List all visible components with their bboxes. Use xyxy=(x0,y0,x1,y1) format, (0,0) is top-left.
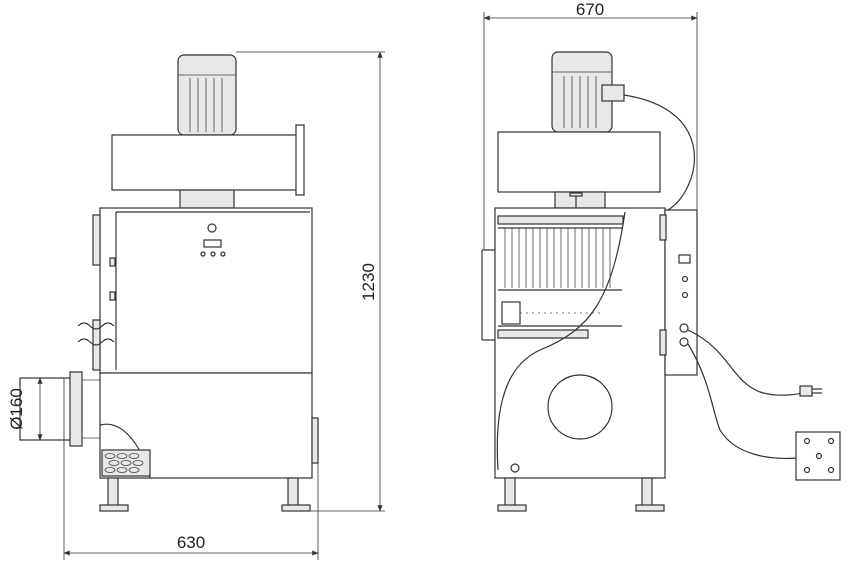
control-box-side xyxy=(659,209,698,376)
side-view xyxy=(481,51,841,512)
motor-side xyxy=(551,51,625,133)
display-window xyxy=(678,254,691,264)
main-cabinet-side xyxy=(481,207,666,479)
dimension-label-height: 1230 xyxy=(359,263,378,301)
control-cable xyxy=(687,343,797,459)
control-button xyxy=(200,251,206,257)
break-symbol xyxy=(77,322,115,330)
cable-gland xyxy=(679,323,689,333)
outlet-opening xyxy=(547,374,613,440)
dimension-label-width-front: 630 xyxy=(177,533,205,552)
feet-side xyxy=(497,477,665,512)
indicator-lamp xyxy=(681,291,689,299)
upper-cabinet-front xyxy=(77,207,313,374)
front-view xyxy=(19,54,319,512)
motor-cable xyxy=(623,94,695,211)
cable-gland xyxy=(679,337,689,347)
power-cable xyxy=(687,329,806,396)
dimension-width-side: 670 xyxy=(483,0,698,250)
fan-housing-side xyxy=(497,131,661,209)
display-window xyxy=(203,239,222,248)
dimension-height: 1230 xyxy=(236,51,385,512)
feet-front xyxy=(99,477,311,512)
dimension-inlet-diameter: Ø160 xyxy=(7,377,43,441)
dimension-label-inlet-diameter: Ø160 xyxy=(7,388,26,430)
lower-hopper-front xyxy=(99,372,319,479)
power-plug xyxy=(799,385,813,397)
motor-front xyxy=(177,54,237,136)
dimension-label-width-side: 670 xyxy=(576,0,604,19)
fan-housing-front xyxy=(111,124,305,209)
indicator-lamp xyxy=(681,275,689,283)
inlet-pipe xyxy=(19,371,100,447)
control-button xyxy=(210,251,216,257)
control-button xyxy=(220,251,226,257)
indicator-lamp xyxy=(207,223,217,233)
